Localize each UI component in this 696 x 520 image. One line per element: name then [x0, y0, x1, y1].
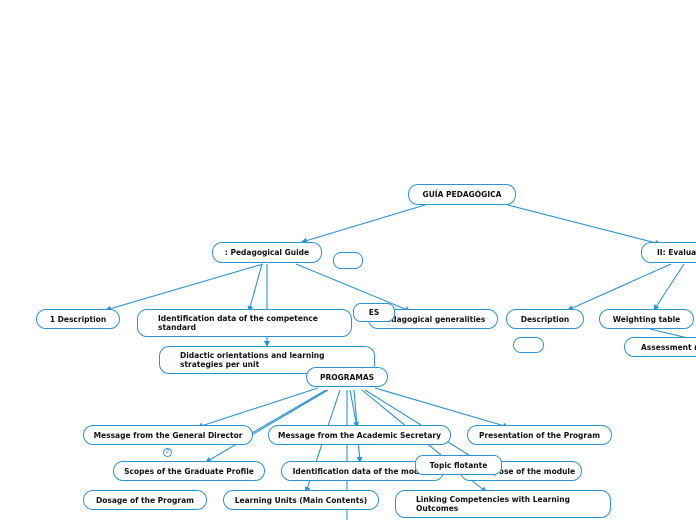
link-guide-description1: [105, 263, 264, 312]
node-pedagogical-guide[interactable]: : Pedagogical Guide: [212, 242, 322, 263]
link-programas-presentation: [374, 387, 509, 429]
node-presentation-program[interactable]: Presentation of the Program: [467, 425, 612, 445]
node-message-secretary[interactable]: Message from the Academic Secretary: [268, 425, 451, 445]
link-programas-director: [197, 387, 319, 429]
node-assessment[interactable]: Assessment m: [624, 337, 696, 357]
link-programas-scopes: [205, 389, 329, 463]
node-empty-2[interactable]: [513, 337, 544, 353]
link-guide-identification: [247, 263, 263, 312]
floating-topic[interactable]: Topic flotante: [415, 455, 502, 475]
node-scopes-profile[interactable]: Scopes of the Graduate Profile: [113, 461, 265, 481]
node-identification-module[interactable]: Identification data of the module: [281, 461, 444, 481]
link-eval-weighting: [653, 263, 685, 311]
count-badge: 2: [163, 448, 172, 457]
node-message-director[interactable]: Message from the General Director: [83, 425, 253, 445]
node-dosage-program[interactable]: Dosage of the Program: [83, 490, 207, 510]
node-description[interactable]: Description: [506, 309, 584, 329]
floating-es[interactable]: ES: [353, 303, 395, 322]
node-empty-1[interactable]: [333, 252, 363, 269]
node-weighting-table[interactable]: Weighting table: [599, 309, 694, 329]
link-eval-description: [567, 263, 672, 311]
link-programas-director-2: [239, 389, 327, 441]
link-root-evaluation: [507, 204, 661, 246]
node-linking-competencies[interactable]: Linking Competencies with Learning Outco…: [395, 490, 611, 518]
node-programas[interactable]: PROGRAMAS: [306, 367, 388, 387]
node-description-1[interactable]: 1 Description: [36, 309, 120, 329]
node-learning-units[interactable]: Learning Units (Main Contents): [223, 490, 379, 510]
node-root[interactable]: GUÍA PEDAGÓGICA: [408, 184, 516, 205]
node-evaluation[interactable]: II: Evalua: [641, 242, 696, 263]
link-root-guide: [301, 204, 426, 244]
link-guide-generalities: [295, 263, 411, 312]
link-programas-secretary: [349, 389, 360, 428]
node-identification-competence[interactable]: Identification data of the competence st…: [137, 309, 352, 337]
